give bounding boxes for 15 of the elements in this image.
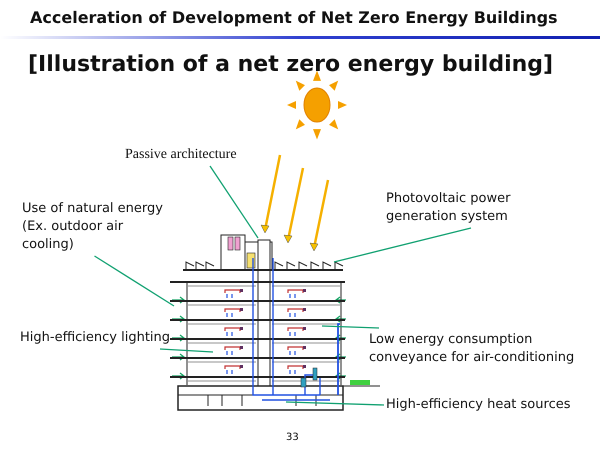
callout-text: Photovoltaic power generation system — [386, 190, 556, 226]
leader-line — [94, 255, 174, 307]
leader-line — [334, 227, 472, 263]
leader-line — [322, 325, 380, 329]
leader-line — [286, 401, 384, 406]
callout-text: Passive architecture — [125, 146, 295, 164]
callout-text: Low energy consumption conveyance for air-conditioning — [369, 331, 594, 367]
slide-title: Acceleration of Development of Net Zero Energy Buildings — [30, 8, 558, 27]
leader-line — [209, 166, 259, 238]
slide-heading: [Illustration of a net zero energy building] — [28, 52, 554, 77]
callout-text: High-efficiency heat sources — [386, 396, 586, 414]
callout-text: Use of natural energy (Ex. outdoor air cooling) — [22, 200, 167, 254]
callout-text: High-efficiency lighting — [20, 329, 200, 347]
page-number: 33 — [286, 432, 299, 443]
leader-line — [160, 348, 214, 353]
